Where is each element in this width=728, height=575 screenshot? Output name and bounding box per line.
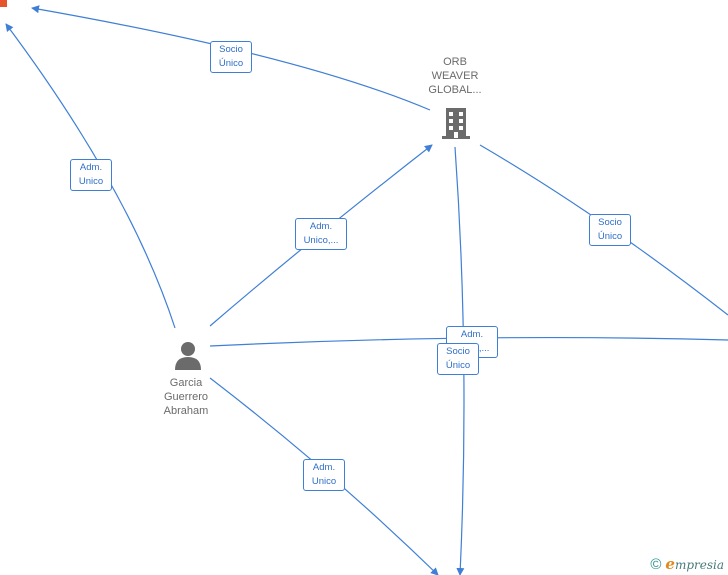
person-node-label: Garcia Guerrero Abraham [163,377,209,417]
brand-name: empresia [665,555,724,573]
edge-label-adm-unico[interactable]: Adm. Unico [70,159,112,191]
building-icon[interactable] [440,106,472,140]
edge-label-adm-unico[interactable]: Adm. Unico,... [295,218,347,250]
copyright-icon: © [650,555,662,573]
edge-company-to-topleft [31,5,431,111]
edge-label-adm-unico[interactable]: Adm. Unico [303,459,345,491]
person-icon[interactable] [173,340,203,370]
edge-label-socio-unico[interactable]: Socio Único [589,214,631,246]
edge-label-socio-unico[interactable]: Socio Único [210,41,252,73]
edge-label-socio-unico[interactable]: Socio Único [437,343,479,375]
offscreen-node-marker [0,0,7,7]
company-node-label: ORB WEAVER GLOBAL... [428,56,482,96]
brand-watermark: © empresia [650,555,724,573]
